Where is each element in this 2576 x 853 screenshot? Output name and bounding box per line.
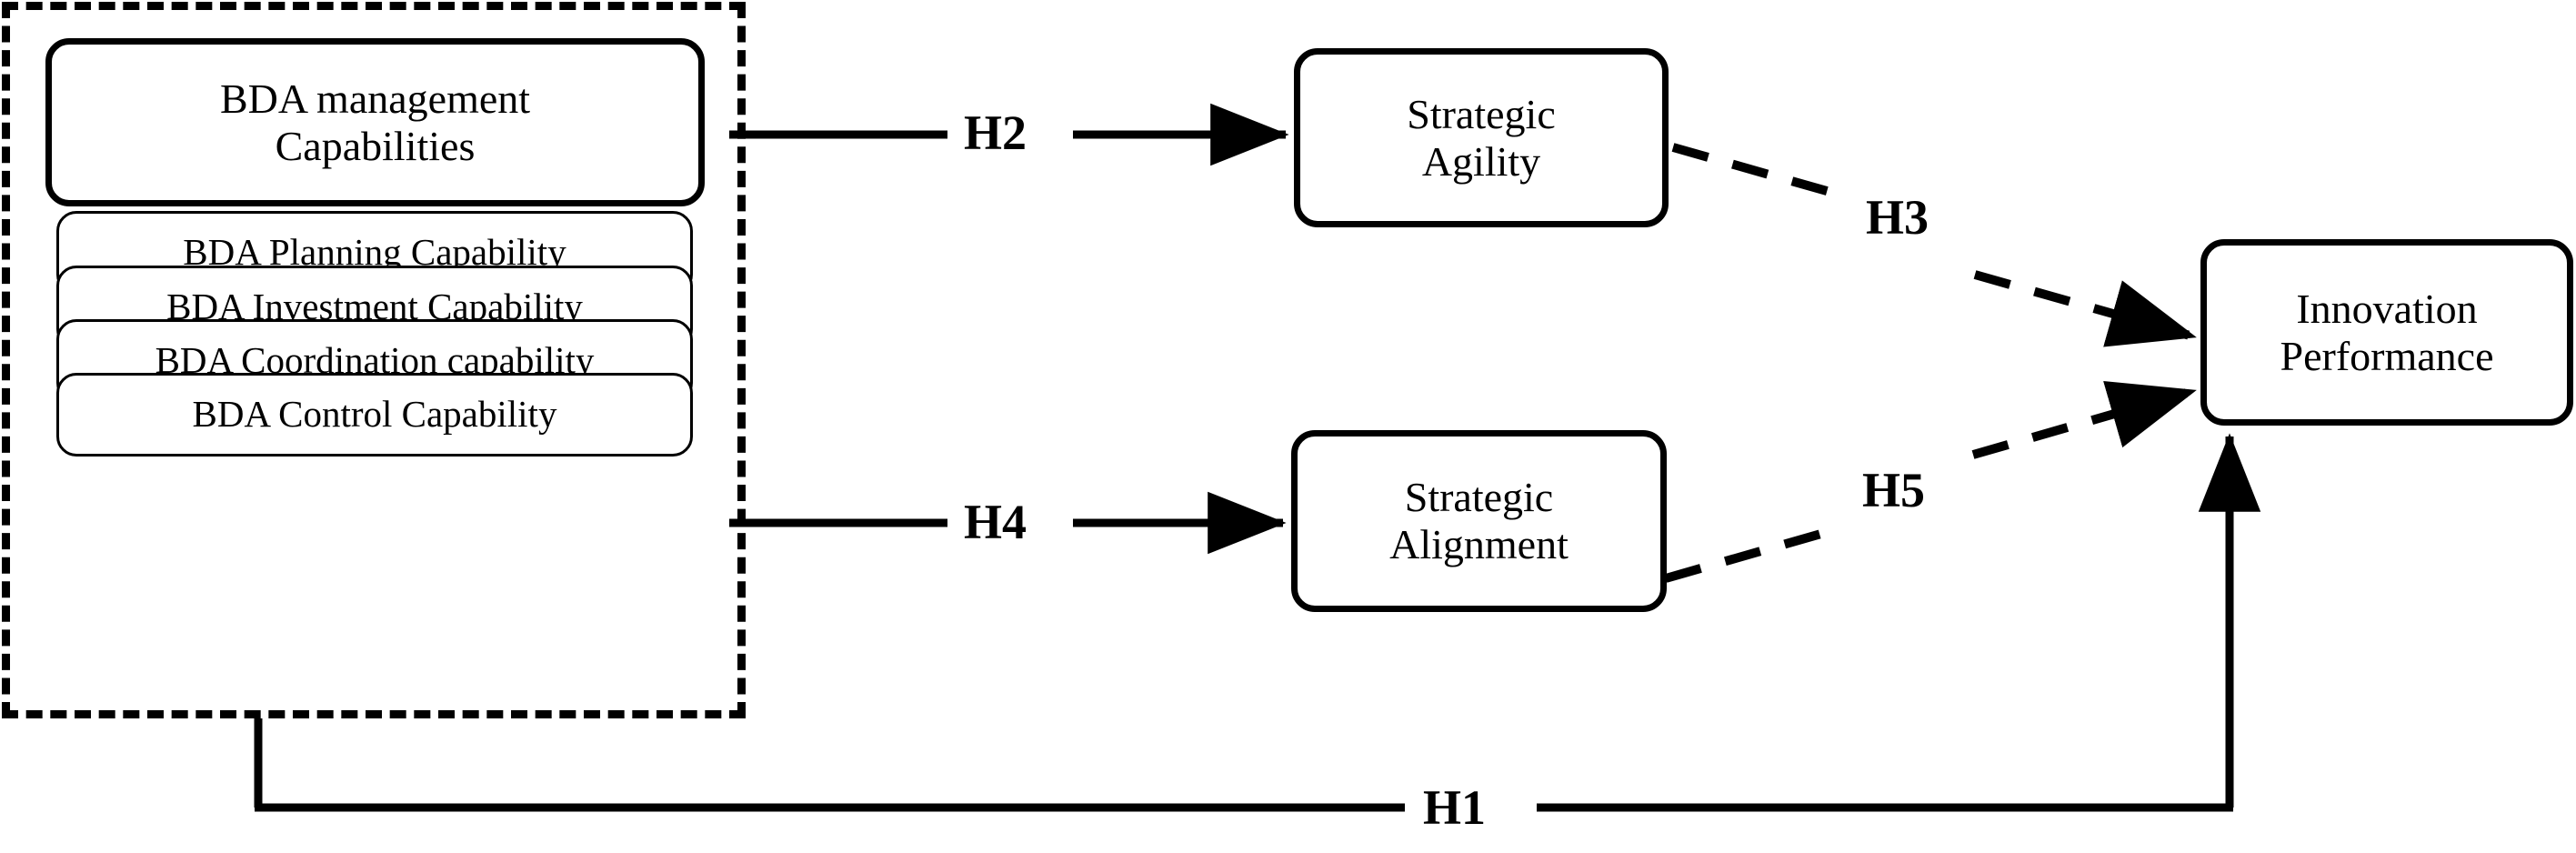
- node-label-line1: Innovation: [2296, 285, 2478, 332]
- connector-h3: [1671, 143, 2197, 347]
- node-label-line2: Alignment: [1389, 521, 1569, 567]
- connector-h1: [254, 433, 2261, 812]
- bda-capabilities-group-container: [2, 2, 746, 718]
- connector-h5: [1664, 381, 2197, 583]
- node-innovation-performance[interactable]: Innovation Performance: [2200, 239, 2573, 426]
- hypothesis-label-h4: H4: [964, 495, 1027, 549]
- hypothesis-label-h3: H3: [1866, 190, 1929, 245]
- hypothesis-label-h5: H5: [1862, 463, 1926, 517]
- hypothesis-label-h1: H1: [1423, 780, 1487, 835]
- node-bda-control-capability[interactable]: BDA Control Capability: [56, 373, 693, 457]
- node-strategic-agility[interactable]: Strategic Agility: [1294, 48, 1669, 227]
- node-bda-management-capabilities[interactable]: BDA management Capabilities: [45, 38, 705, 206]
- node-label-line2: Performance: [2280, 332, 2494, 379]
- node-label: BDA Control Capability: [192, 393, 557, 436]
- node-label-line2: Capabilities: [275, 122, 476, 169]
- node-label-line1: Strategic: [1404, 474, 1554, 521]
- node-strategic-alignment[interactable]: Strategic Alignment: [1291, 430, 1667, 612]
- node-label-line1: BDA management: [219, 75, 531, 122]
- node-label-line1: Strategic: [1407, 90, 1556, 137]
- node-label-line2: Agility: [1421, 137, 1541, 185]
- hypothesis-label-h2: H2: [964, 105, 1027, 160]
